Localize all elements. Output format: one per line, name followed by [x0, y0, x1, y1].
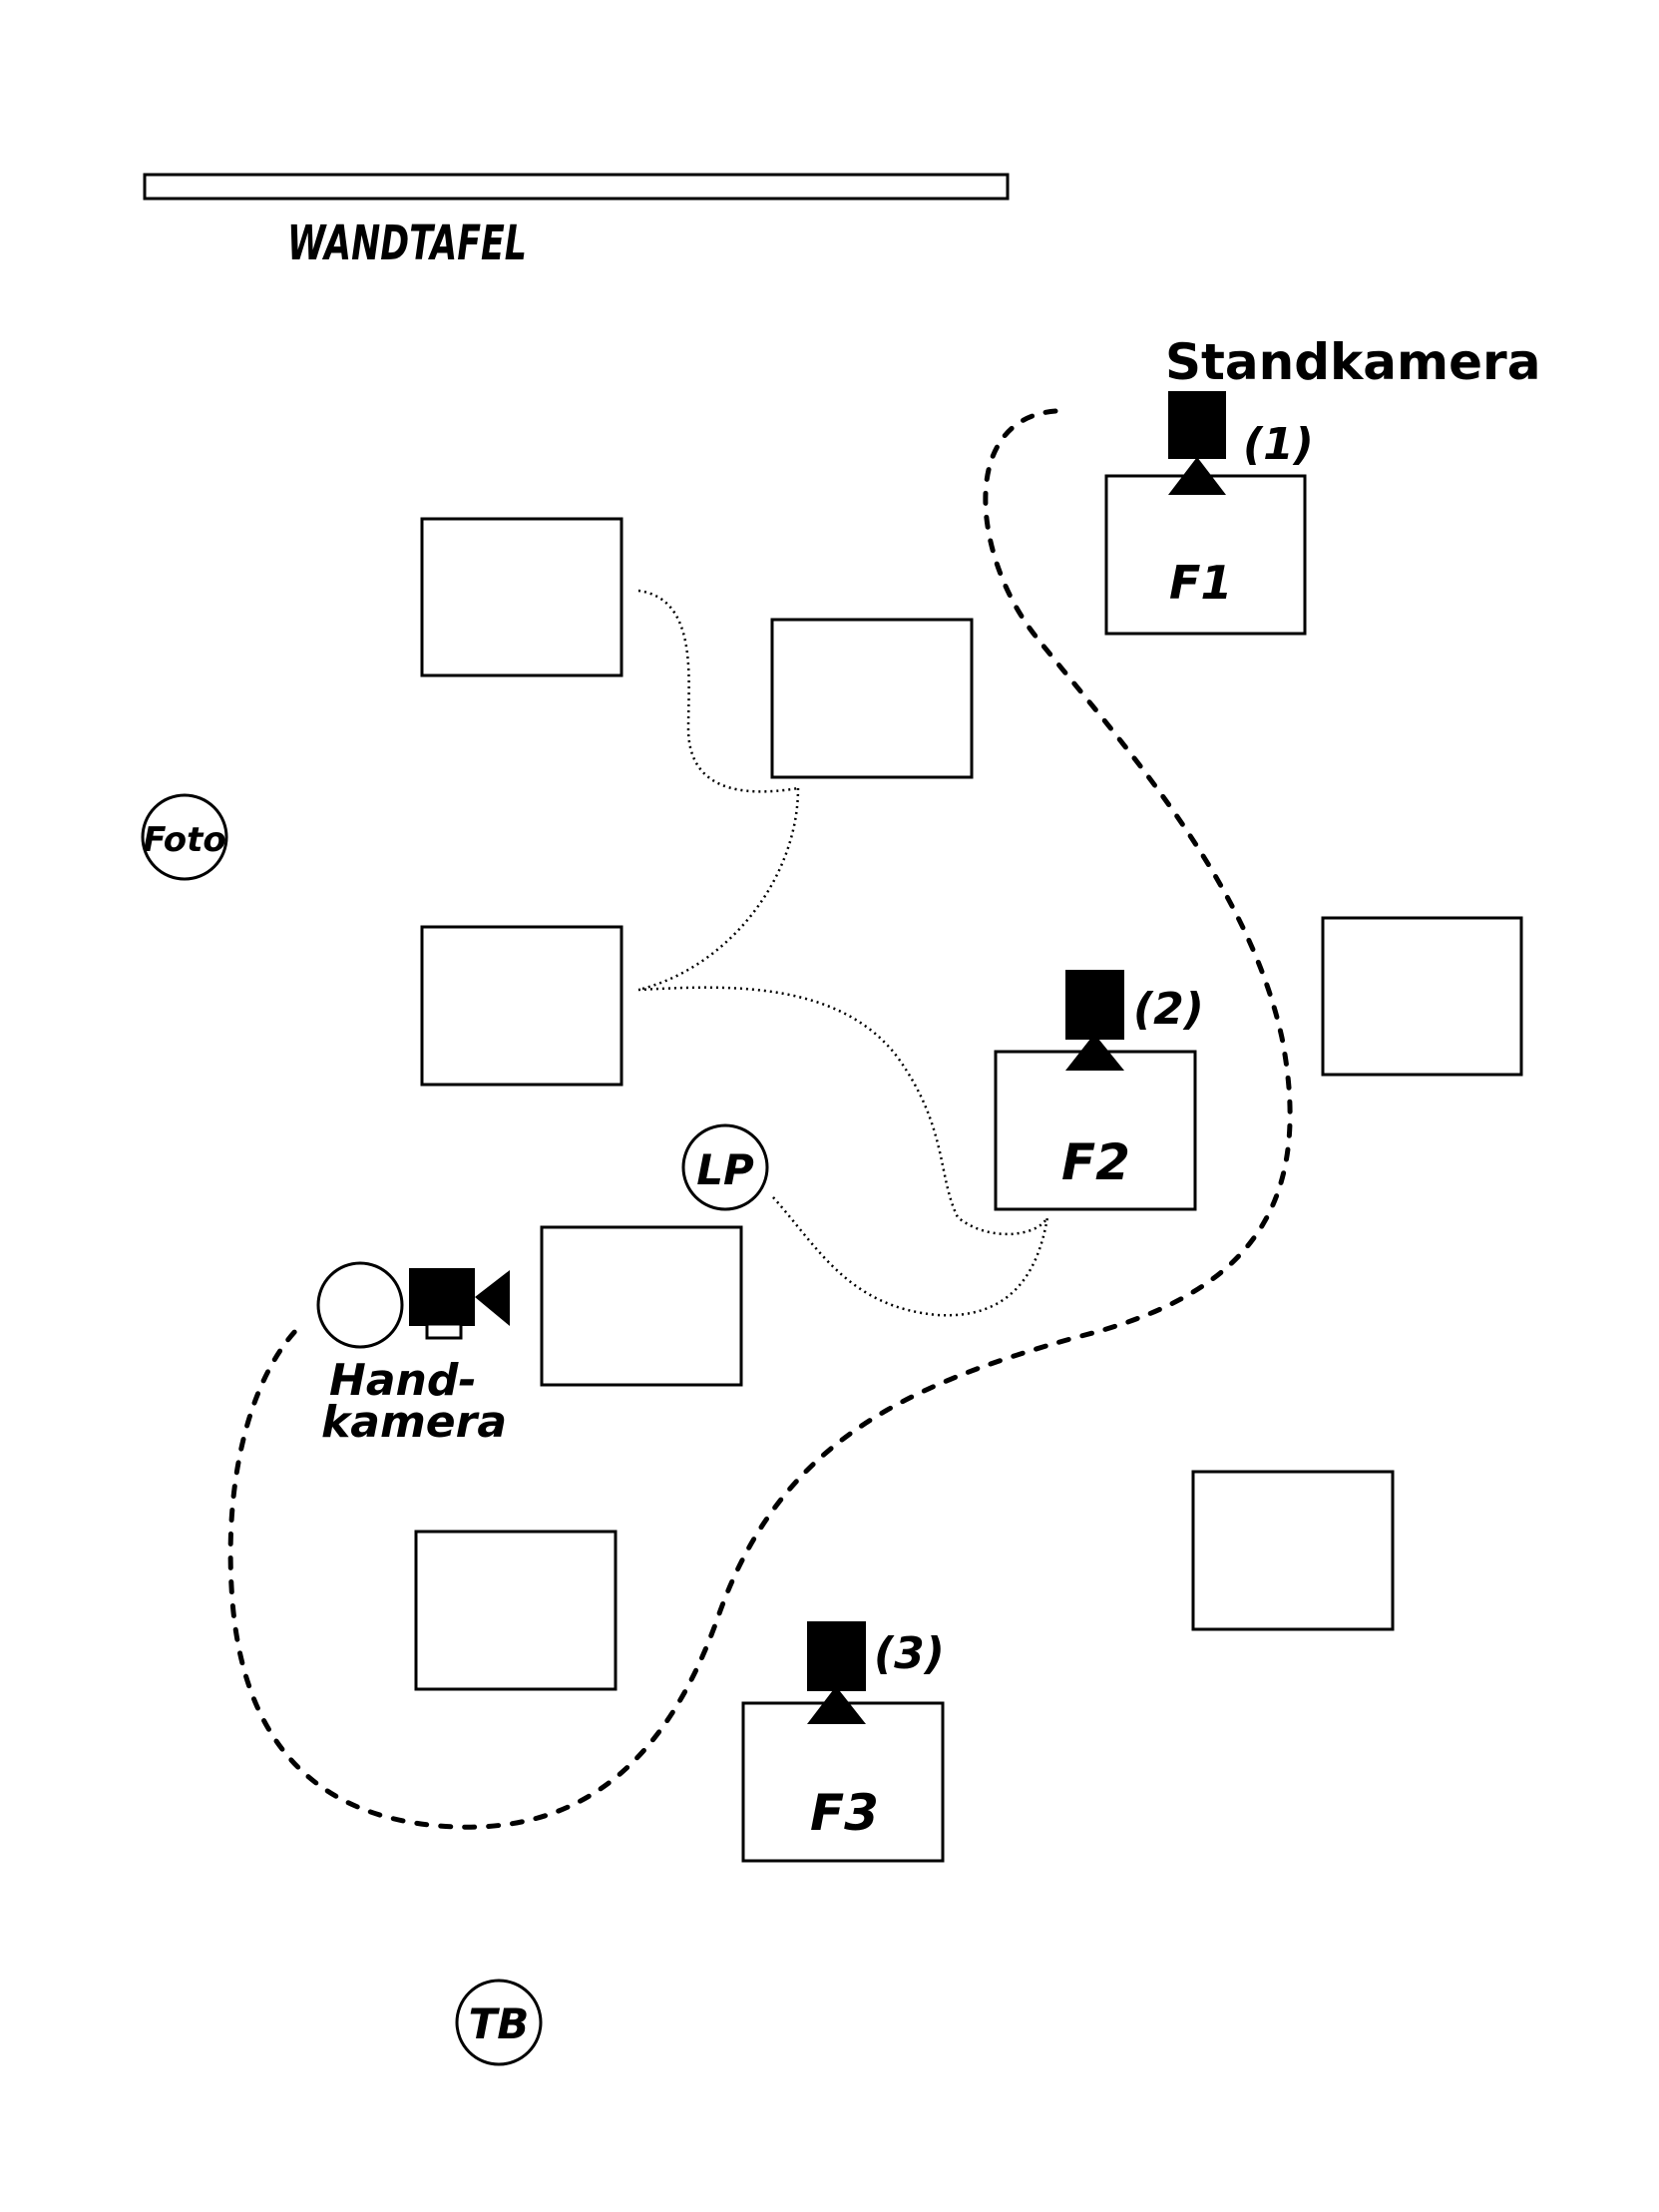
board-label: WANDTAFEL	[287, 216, 527, 271]
handheld-camera-label-line2: kamera	[321, 1397, 507, 1448]
photo-circle-label: Foto	[143, 820, 226, 860]
camera-on-tripod-icon	[1168, 391, 1226, 495]
desk-f1-label: F1	[1169, 556, 1232, 610]
desk-f2	[994, 1050, 1197, 1211]
desk	[540, 1225, 743, 1387]
dotted-path-lp-to-f2	[772, 1196, 1049, 1317]
teacher-circle	[681, 1123, 769, 1211]
tb-circle-label: TB	[469, 1999, 530, 2048]
handheld-camera-label-line1: Hand-	[329, 1355, 477, 1406]
dotted-path-desk2-to-desk3	[637, 787, 800, 992]
dotted-path-desk3-to-f2	[637, 986, 1049, 1236]
camera-on-tripod-icon	[1065, 970, 1124, 1071]
desk	[420, 925, 623, 1087]
board	[143, 173, 1010, 201]
desk-f3-label: F3	[810, 1784, 879, 1842]
camera-marker-number-3: (3)	[874, 1628, 945, 1679]
desk-f2-label: F2	[1061, 1133, 1130, 1191]
desk	[414, 1530, 618, 1691]
photo-circle	[141, 793, 228, 881]
camera-marker-number-2: (2)	[1133, 984, 1204, 1035]
teacher-circle-label: LP	[696, 1145, 754, 1194]
dotted-path-desk1-to-desk2	[637, 589, 799, 793]
desk	[1191, 1470, 1395, 1631]
desk	[1321, 916, 1523, 1077]
stationary-camera-label: Standkamera	[1165, 333, 1540, 391]
desk-f1	[1104, 474, 1307, 636]
desk-f3	[741, 1701, 945, 1863]
camera-marker-number-1: (1)	[1243, 419, 1314, 470]
desk	[420, 517, 623, 677]
camera-on-tripod-icon	[807, 1621, 866, 1724]
camera-walking-path	[227, 408, 1293, 1830]
tb-circle	[455, 1979, 543, 2066]
video-camera-icon	[409, 1268, 510, 1340]
person-circle	[316, 1261, 404, 1349]
desk	[770, 618, 974, 779]
